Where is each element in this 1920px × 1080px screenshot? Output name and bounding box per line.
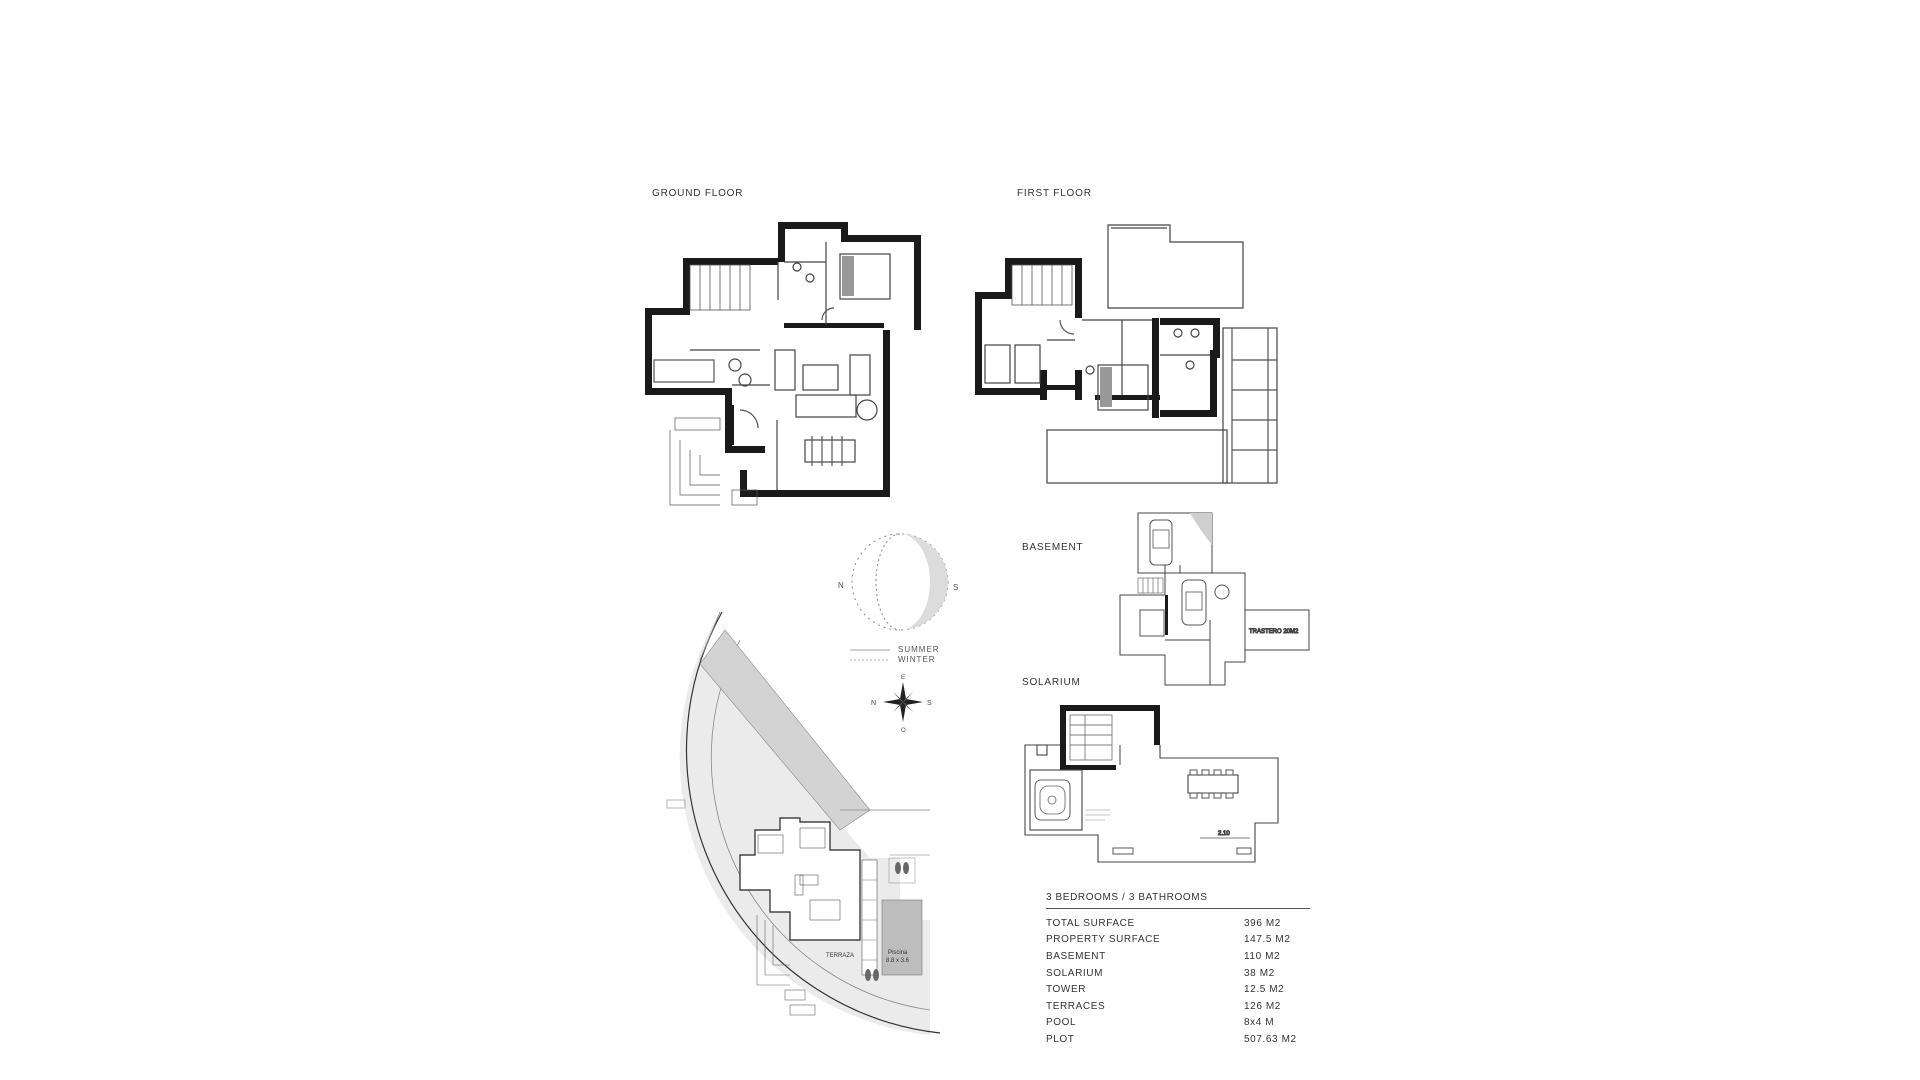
first-floor-plan (975, 224, 1278, 484)
compass-rose-icon: N E S O (871, 675, 932, 734)
compass-e: E (901, 675, 905, 681)
spec-label: BASEMENT (1046, 950, 1106, 962)
specs-row: POOL 8x4 M (1046, 1015, 1310, 1032)
spec-value: 8x4 M (1244, 1017, 1275, 1029)
spec-label: POOL (1046, 1017, 1077, 1029)
spec-value: 396 M2 (1244, 917, 1281, 929)
ground-floor-title: GROUND FLOOR (652, 188, 744, 199)
spec-label: PROPERTY SURFACE (1046, 934, 1161, 946)
spec-value: 126 M2 (1244, 1000, 1281, 1012)
spec-value: 147.5 M2 (1244, 934, 1291, 946)
solarium-title: SOLARIUM (1022, 677, 1081, 688)
specs-heading: 3 BEDROOMS / 3 BATHROOMS (1046, 892, 1310, 909)
site-plan: Piscina 8.8 x 3.6 TERRAZA (666, 611, 941, 1035)
winter-legend-label: WINTER (898, 655, 936, 664)
first-floor-title: FIRST FLOOR (1017, 188, 1092, 199)
solarium-plan: 2.10 (1024, 705, 1279, 863)
spec-label: SOLARIUM (1046, 967, 1104, 979)
sun-dir-s: S (953, 583, 958, 592)
spec-label: TOTAL SURFACE (1046, 917, 1135, 929)
specs-table: 3 BEDROOMS / 3 BATHROOMS TOTAL SURFACE 39… (1046, 892, 1310, 1048)
terrace-label: TERRAZA (826, 953, 854, 959)
basement-plan: TRASTERO 20M2 (1119, 512, 1310, 686)
compass-o: O (901, 728, 906, 734)
spec-label: TERRACES (1046, 1000, 1106, 1012)
spec-label: PLOT (1046, 1033, 1075, 1045)
specs-row: TERRACES 126 M2 (1046, 998, 1310, 1015)
summer-legend-label: SUMMER (898, 645, 940, 654)
pool-label: Piscina (888, 950, 908, 956)
ground-floor-plan (645, 222, 921, 506)
spec-value: 38 M2 (1244, 967, 1275, 979)
compass-s: S (927, 700, 932, 707)
specs-row: PLOT 507.63 M2 (1046, 1031, 1310, 1048)
specs-row: SOLARIUM 38 M2 (1046, 965, 1310, 982)
solarium-dimension: 2.10 (1218, 831, 1230, 837)
storage-label: TRASTERO 20M2 (1249, 629, 1299, 635)
spec-value: 507.63 M2 (1244, 1033, 1297, 1045)
sun-dir-n: N (838, 581, 844, 590)
basement-title: BASEMENT (1022, 542, 1084, 553)
specs-row: BASEMENT 110 M2 (1046, 948, 1310, 965)
spec-label: TOWER (1046, 984, 1087, 996)
spec-value: 12.5 M2 (1244, 984, 1285, 996)
specs-row: TOTAL SURFACE 396 M2 (1046, 915, 1310, 932)
pool-size: 8.8 x 3.6 (886, 958, 910, 964)
specs-row: PROPERTY SURFACE 147.5 M2 (1046, 932, 1310, 949)
sun-path-diagram: N S (838, 533, 958, 661)
spec-value: 110 M2 (1244, 950, 1281, 962)
compass-n: N (871, 700, 876, 707)
specs-row: TOWER 12.5 M2 (1046, 981, 1310, 998)
